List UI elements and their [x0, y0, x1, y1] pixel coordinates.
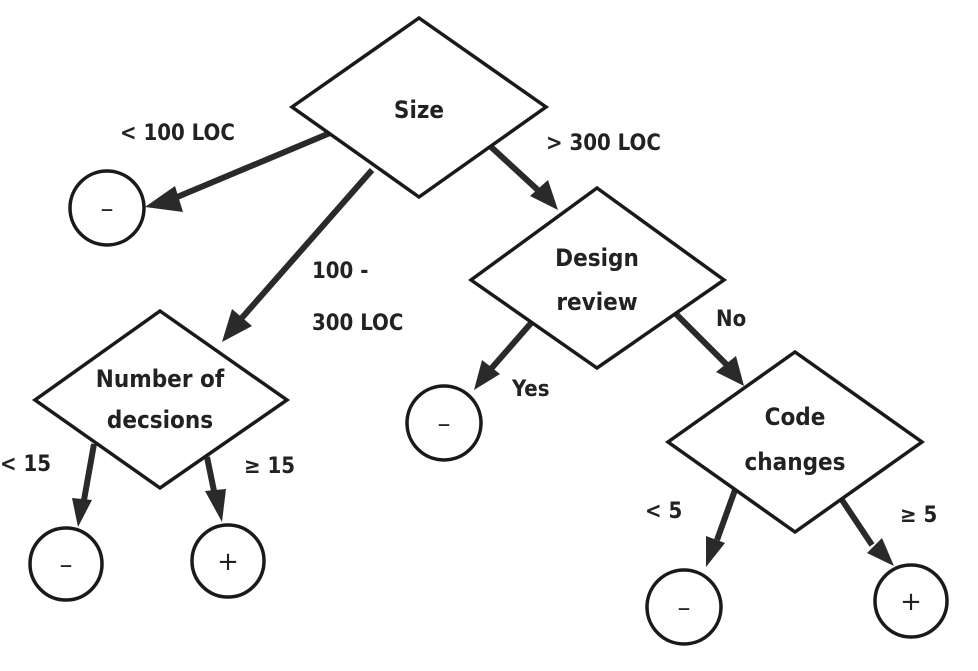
- node-label-line1: Design: [555, 244, 639, 272]
- edge-changes-to-ge5: [839, 498, 894, 566]
- node-number-of-decisions: Number of decsions: [31, 308, 291, 491]
- node-label-line2: review: [556, 288, 637, 316]
- leaf-label: –: [60, 550, 73, 580]
- arrowhead: [716, 356, 744, 386]
- edge-label-lt100-loc: < 100 LOC: [120, 121, 235, 146]
- node-label: Size: [394, 96, 444, 124]
- edge-label-no: No: [716, 307, 746, 332]
- leaf-circle: [190, 523, 266, 599]
- leaf-decisions-lt15: –: [28, 526, 104, 602]
- edge-design-to-yes-leaf: [474, 320, 535, 390]
- leaf-label: –: [101, 194, 114, 224]
- edge-line: [81, 443, 97, 501]
- node-size: Size: [288, 15, 550, 200]
- leaf-label: –: [678, 593, 691, 623]
- edge-decisions-to-ge15: [204, 456, 226, 522]
- arrowhead: [205, 489, 226, 522]
- leaf-circle: [645, 568, 723, 646]
- node-design-review: Design review: [467, 185, 728, 371]
- leaf-decisions-ge15: +: [190, 523, 266, 599]
- decision-diamond: [288, 15, 550, 200]
- arrowhead: [145, 186, 183, 212]
- edge-line: [673, 311, 731, 369]
- edge-line: [168, 130, 332, 203]
- arrowhead: [867, 538, 894, 566]
- node-code-changes: Code changes: [664, 349, 926, 535]
- leaf-label: –: [438, 409, 451, 439]
- arrowhead: [530, 180, 558, 210]
- decision-diamond: [467, 185, 728, 371]
- leaf-size-lt100: –: [68, 169, 146, 247]
- edge-size-to-num-decisions: [222, 168, 375, 342]
- edge-label-yes: Yes: [511, 377, 550, 402]
- decision-diamond: [664, 349, 926, 535]
- edge-line: [237, 168, 375, 322]
- edge-decisions-to-lt15: [72, 443, 97, 527]
- decision-diamond: [31, 308, 291, 491]
- edge-label-gt300-loc: > 300 LOC: [546, 131, 661, 156]
- edge-label-lt15: < 15: [0, 452, 51, 477]
- leaf-changes-lt5: –: [645, 568, 723, 646]
- leaf-design-yes: –: [405, 384, 483, 462]
- edge-line: [204, 456, 218, 497]
- leaf-circle: [873, 563, 949, 639]
- leaf-changes-ge5: +: [873, 563, 949, 639]
- edge-label-100-300-line2: 300 LOC: [312, 311, 403, 336]
- node-label-line1: Code: [765, 403, 826, 431]
- node-label-line2: decsions: [107, 406, 213, 434]
- leaf-circle: [405, 384, 483, 462]
- edge-label-100-300-line1: 100 -: [312, 259, 368, 284]
- arrowhead: [222, 309, 252, 342]
- leaf-label: +: [900, 587, 922, 617]
- edge-line: [714, 488, 738, 542]
- edge-label-ge15: ≥ 15: [244, 454, 295, 479]
- arrowhead: [706, 536, 725, 567]
- edge-line: [487, 143, 543, 195]
- edge-design-to-code-changes: [673, 311, 744, 386]
- leaf-circle: [28, 526, 104, 602]
- node-label-line2: changes: [744, 448, 845, 476]
- edge-changes-to-lt5: [706, 488, 738, 567]
- edge-size-to-lt100: [145, 130, 332, 212]
- edge-line: [487, 320, 535, 372]
- node-label-line1: Number of: [96, 365, 225, 393]
- edge-label-ge5: ≥ 5: [900, 503, 937, 528]
- leaf-label: +: [217, 547, 239, 577]
- arrowhead: [72, 498, 92, 527]
- edge-size-to-design-review: [487, 143, 558, 210]
- arrowhead: [474, 360, 500, 390]
- leaf-circle: [68, 169, 146, 247]
- edge-label-lt5: < 5: [645, 499, 682, 524]
- edge-line: [839, 498, 875, 547]
